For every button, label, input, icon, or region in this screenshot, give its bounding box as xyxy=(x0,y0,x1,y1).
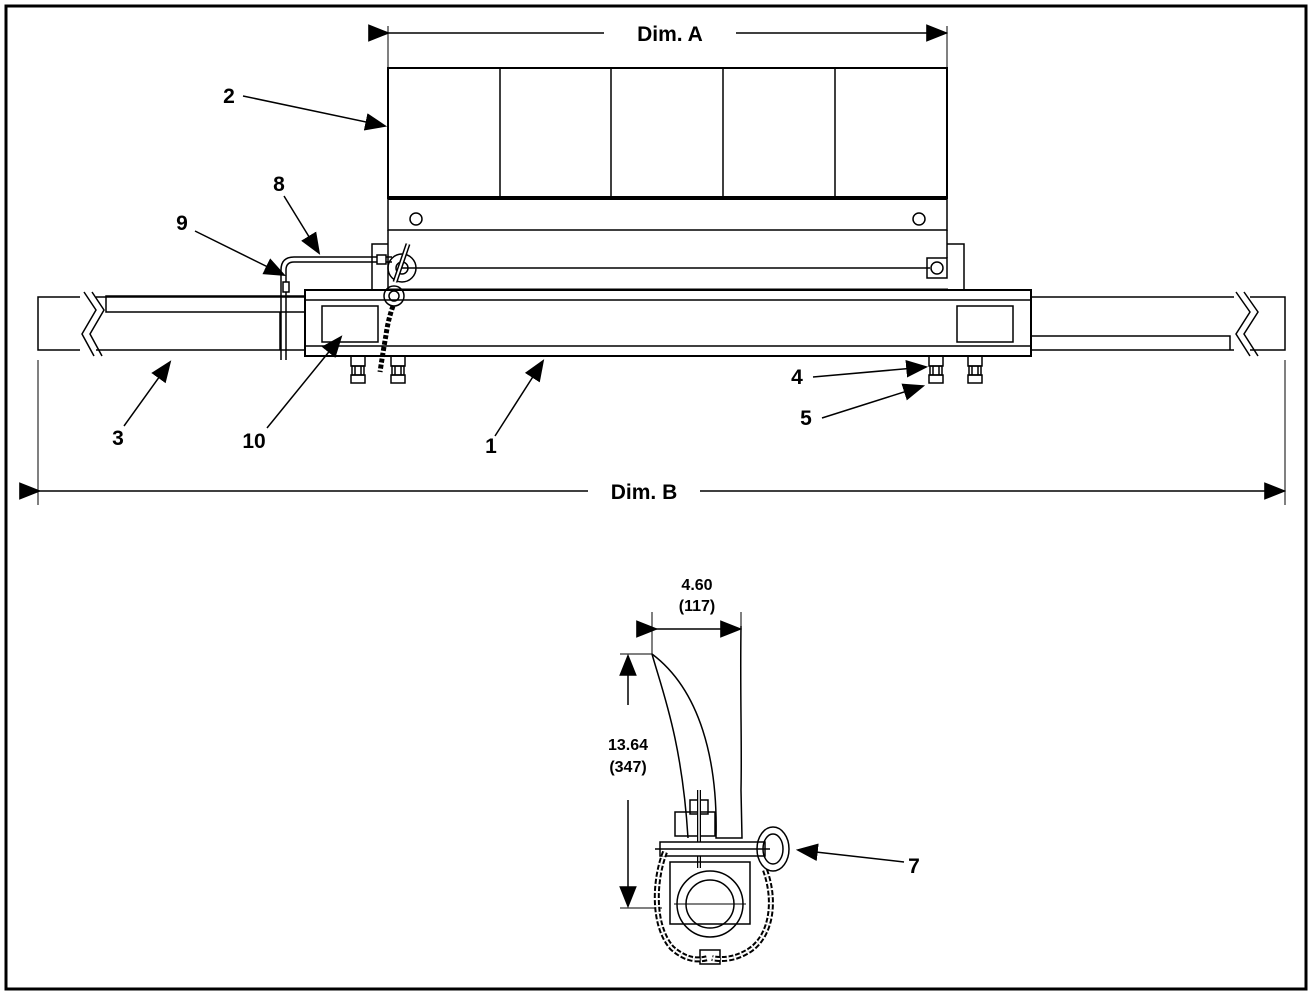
width-dimension: 4.60 (117) xyxy=(636,577,743,638)
dim-b-label: Dim. B xyxy=(611,481,678,504)
callout-5: 5 xyxy=(800,407,812,430)
main-beam xyxy=(304,289,1032,357)
height-inches: 13.64 xyxy=(608,737,648,754)
dim-a-dimension: Dim. A xyxy=(368,23,949,46)
height-dimension: 13.64 (347) xyxy=(608,653,648,909)
leader-lines xyxy=(123,95,929,863)
callout-4: 4 xyxy=(791,366,803,389)
blade-assembly xyxy=(371,26,965,292)
callout-9: 9 xyxy=(176,212,188,235)
page-border xyxy=(4,4,1308,991)
dim-b-dimension: Dim. B xyxy=(19,360,1287,505)
width-mm: (117) xyxy=(679,598,715,615)
mounting-bolts xyxy=(350,355,983,384)
callout-3: 3 xyxy=(112,427,124,450)
callout-7: 7 xyxy=(908,855,920,878)
left-extension xyxy=(37,291,305,357)
callout-1: 1 xyxy=(485,435,497,458)
dim-a-label: Dim. A xyxy=(637,23,703,46)
height-mm: (347) xyxy=(609,759,646,776)
callout-2: 2 xyxy=(223,85,235,108)
callout-8: 8 xyxy=(273,173,285,196)
callout-10: 10 xyxy=(242,430,265,453)
right-extension xyxy=(1031,291,1286,357)
side-view-shoe xyxy=(620,612,790,965)
width-inches: 4.60 xyxy=(681,577,712,594)
